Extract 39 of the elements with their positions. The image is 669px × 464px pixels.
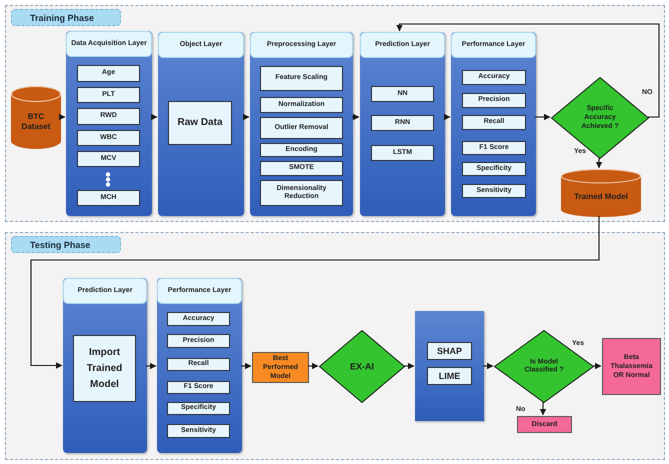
arrow — [540, 402, 546, 416]
phase-panel — [5, 5, 665, 222]
phase-panel — [5, 232, 665, 460]
layer-column — [63, 278, 147, 453]
label-box: LIME — [427, 367, 472, 385]
label-box: Raw Data — [168, 101, 232, 145]
label-box: SHAP — [427, 342, 472, 360]
cylinder-label: Trained Model — [573, 192, 629, 202]
arrow — [150, 114, 158, 120]
database-cylinder — [11, 86, 61, 149]
layer-column — [66, 31, 152, 216]
decision-diamond — [494, 330, 594, 403]
arrow — [483, 362, 494, 370]
arrow — [593, 362, 602, 370]
arrow — [58, 114, 66, 120]
arrow — [146, 362, 156, 370]
method-panel — [415, 311, 484, 421]
arrow — [242, 114, 250, 120]
arrow — [308, 362, 318, 370]
arrow — [396, 23, 660, 118]
database-cylinder — [561, 169, 641, 217]
layer-column — [250, 32, 353, 216]
arrow — [535, 114, 550, 120]
arrow — [352, 114, 360, 120]
cylinder-label: BTC Dataset — [20, 112, 52, 132]
layer-column — [360, 32, 445, 216]
phase-tab: Testing Phase — [11, 236, 121, 253]
label-box: Import Trained Model — [73, 335, 136, 402]
diamond-label: EX-AI — [348, 360, 375, 372]
decision-diamond — [319, 330, 405, 403]
arrow — [444, 114, 450, 120]
layer-column — [157, 278, 242, 453]
phase-tab: Training Phase — [11, 9, 121, 26]
layer-column — [158, 32, 244, 216]
arrow — [30, 216, 600, 369]
layer-column — [451, 32, 536, 216]
arrow — [404, 362, 414, 370]
arrow — [596, 158, 602, 168]
arrow — [241, 362, 252, 370]
